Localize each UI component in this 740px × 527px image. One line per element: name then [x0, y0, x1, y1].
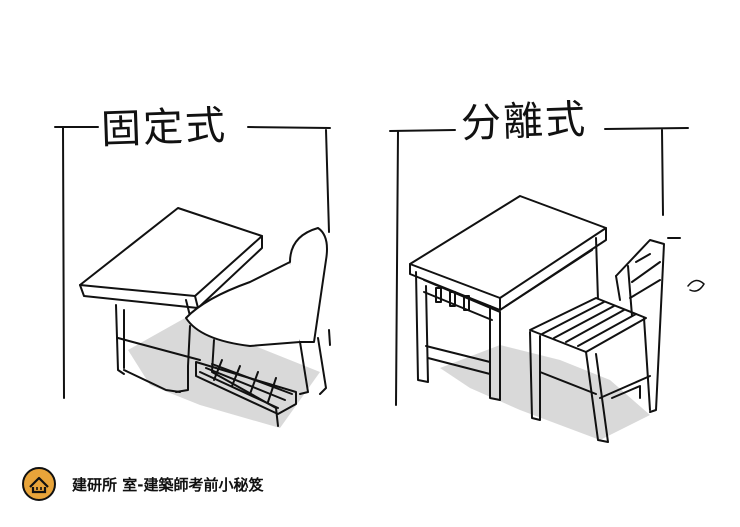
scribble-decoration — [687, 279, 705, 292]
right-panel-frame — [389, 127, 689, 406]
footer-caption: 建研所 室-建築師考前小秘笈 — [72, 476, 264, 494]
fixed-desk-title: 固定式 — [100, 102, 228, 154]
left-panel-frame — [54, 126, 331, 399]
separate-desk-drawing — [409, 195, 607, 401]
fixed-desk-shadow — [128, 318, 320, 428]
separate-desk-title: 分離式 — [460, 96, 588, 148]
separate-chair-drawing — [529, 239, 665, 443]
house-logo-icon — [21, 466, 57, 502]
fixed-desk-chair-drawing — [79, 207, 328, 427]
separate-desk-shadow — [440, 345, 650, 440]
